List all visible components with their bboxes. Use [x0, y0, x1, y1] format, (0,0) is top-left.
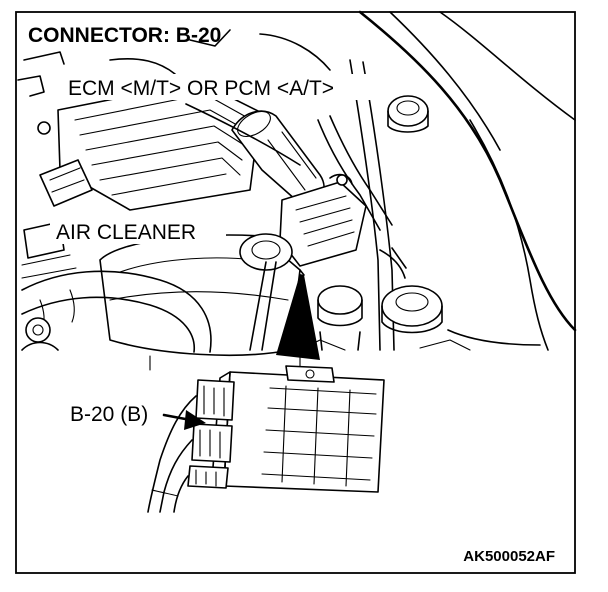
figure-code: AK500052AF: [463, 548, 555, 565]
ecm-connector-detail: [147, 365, 385, 513]
diagram-title: CONNECTOR: B-20: [28, 24, 221, 47]
air-cleaner-label: AIR CLEANER: [56, 221, 196, 244]
ecm-leader-line: [185, 103, 301, 166]
pointer-arrow-outline: [299, 269, 305, 276]
ecm-label-bg: [64, 74, 384, 100]
ecm-label: ECM <M/T> OR PCM <A/T>: [68, 77, 334, 100]
pointer-arrow: [276, 274, 320, 360]
air-cleaner-label-bg: [50, 218, 226, 244]
connector-callout-arrowhead: [184, 410, 206, 430]
connector-callout-label: B-20 (B): [70, 403, 148, 426]
engine-bay-illustration: [17, 10, 577, 371]
figure-frame: [15, 11, 576, 574]
